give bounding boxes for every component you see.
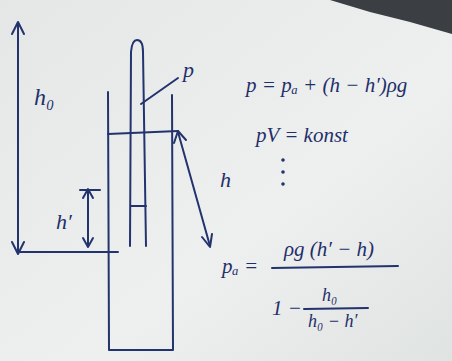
equation: 1 − [272,297,302,320]
inverted-tube [130,40,146,246]
equation: p = pₐ + (h − h′)ρg [246,74,407,97]
dimension-h-prime [80,190,100,246]
dimension-label: h [220,168,231,192]
arrowheads-h [174,131,212,247]
tube-liquid-level [131,205,146,207]
arrowheads-h0 [12,22,24,254]
dimension-h0 [18,24,118,252]
liquid-surface [108,131,178,134]
equation: h₀ − h′ [308,312,357,332]
board-corner [330,0,452,34]
ellipsis-dot [281,158,285,162]
dimension-h [178,132,210,246]
equation: pₐ = [222,255,258,278]
dimension-label: h₀ [34,84,54,110]
equation: h₀ [322,286,337,306]
equation: pV = konst [256,124,348,147]
fraction-bar [304,308,368,309]
equation: ρg (h′ − h) [284,238,374,261]
dimension-label: h′ [56,210,72,234]
part-label: p [183,58,194,82]
leader-line [141,78,178,104]
ellipsis-dot [281,182,285,186]
ellipsis-dot [281,170,285,174]
arrowheads-h-prime [83,189,93,247]
fraction-bar [272,266,398,268]
